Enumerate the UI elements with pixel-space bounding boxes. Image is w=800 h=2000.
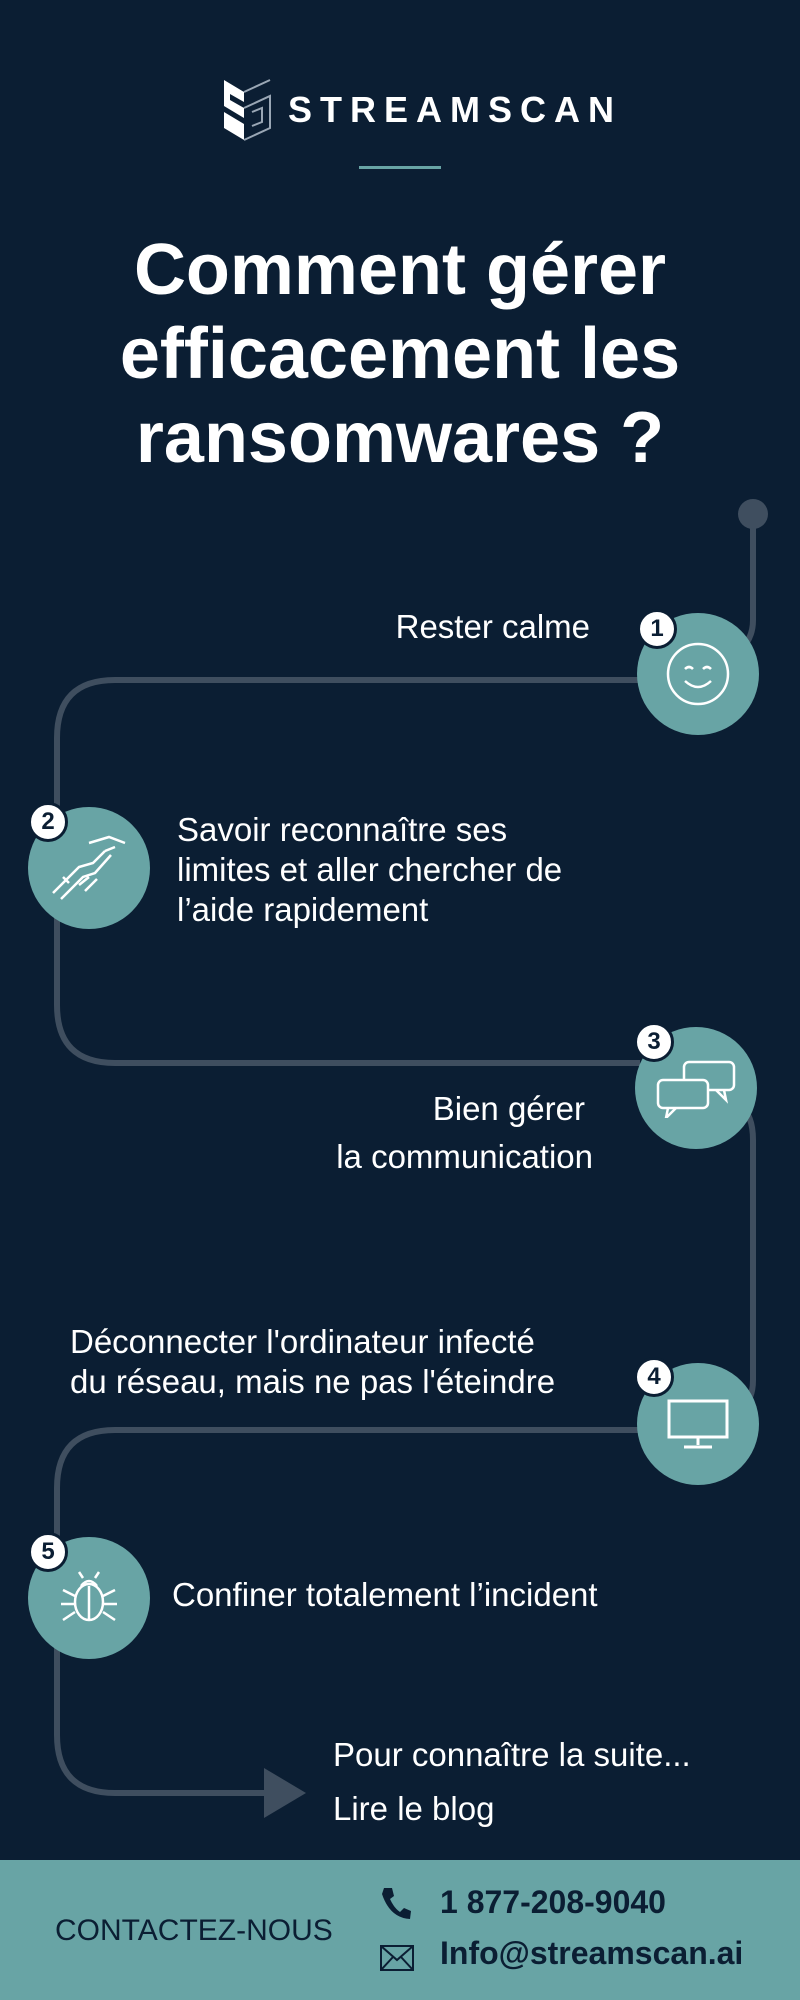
streamscan-logo-icon xyxy=(224,79,271,141)
speech-bubbles-icon xyxy=(656,1060,736,1118)
contact-label: CONTACTEZ-NOUS xyxy=(55,1914,333,1947)
footer: CONTACTEZ-NOUS 1 877-208-9040 Info@strea… xyxy=(0,1860,800,2000)
title-line: efficacement les xyxy=(119,314,681,394)
logo: STREAMSCAN xyxy=(222,78,622,142)
bug-icon xyxy=(61,1571,117,1622)
page-title: Comment gérer efficacement les ransomwar… xyxy=(0,228,800,480)
smiley-icon xyxy=(666,642,730,706)
path-start-dot xyxy=(738,499,768,529)
title-line: Comment gérer xyxy=(133,230,667,310)
phone-icon xyxy=(382,1888,411,1919)
step-5-text: Confiner totalement l’incident xyxy=(172,1576,598,1613)
brand-name: STREAMSCAN xyxy=(288,89,623,130)
handshake-icon xyxy=(52,835,126,900)
blog-cta[interactable]: Pour connaître la suite... Lire le blog xyxy=(333,1728,691,1836)
title-line: ransomwares ? xyxy=(135,398,665,478)
cta-text: Pour connaître la suite... xyxy=(333,1736,691,1773)
step-1-badge: 1 xyxy=(637,609,677,649)
step-1-text: Rester calme xyxy=(395,608,590,645)
arrow-head-icon xyxy=(264,1768,306,1818)
email-link[interactable]: Info@streamscan.ai xyxy=(380,1935,744,1972)
step-4-badge: 4 xyxy=(634,1357,674,1397)
divider xyxy=(359,166,441,169)
step-5-badge: 5 xyxy=(28,1532,68,1572)
monitor-icon xyxy=(667,1399,729,1449)
read-blog-link[interactable]: Lire le blog xyxy=(333,1790,495,1827)
step-3-badge: 3 xyxy=(634,1022,674,1062)
step-2-badge: 2 xyxy=(28,802,68,842)
phone-number: 1 877-208-9040 xyxy=(440,1884,666,1920)
envelope-icon xyxy=(380,1945,414,1971)
email-address: Info@streamscan.ai xyxy=(440,1935,744,1971)
phone-link[interactable]: 1 877-208-9040 xyxy=(382,1884,666,1921)
